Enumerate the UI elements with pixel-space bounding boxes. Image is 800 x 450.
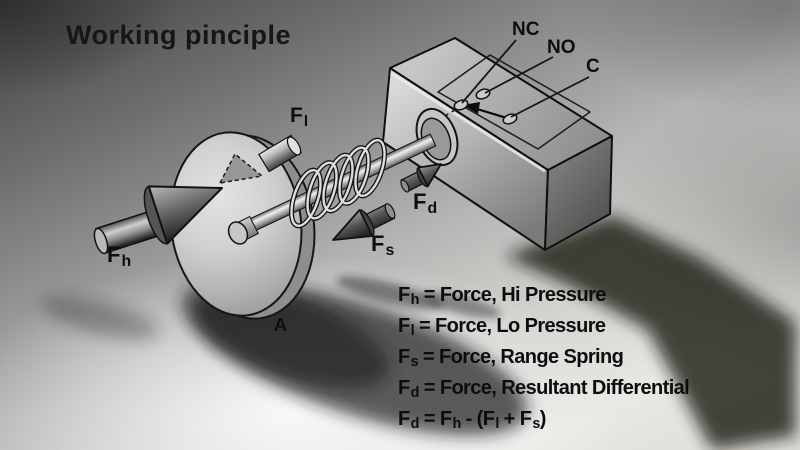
fs-arrow	[332, 203, 396, 241]
box-shadow	[505, 215, 796, 450]
legend-line: Fd = Fh - (Fl + Fs)	[398, 408, 546, 433]
force-label-fd: Fd	[413, 189, 438, 217]
legend: Fh = Force, Hi Pressure Fl = Force, Lo Pr…	[398, 284, 690, 439]
hidden-cone-dashed	[218, 152, 264, 184]
legend-line: Fl = Force, Lo Pressure	[398, 315, 606, 340]
shadow-layer	[41, 215, 796, 450]
legend-line: Fh = Force, Hi Pressure	[398, 284, 606, 309]
switch-label-no: NO	[547, 37, 576, 58]
force-label-fs: Fs	[371, 231, 395, 259]
shaft-stub	[227, 215, 259, 245]
contact-nc	[453, 99, 469, 111]
leader-no	[484, 56, 554, 94]
leader-nc	[461, 39, 517, 104]
fd-arrow	[400, 163, 442, 193]
switch-box	[382, 37, 613, 251]
switch-label-nc: NC	[512, 19, 540, 40]
page-title: Working pinciple	[66, 20, 292, 50]
area-label-a: A	[274, 315, 287, 335]
lo-pressure-rod	[258, 134, 302, 173]
shaft-flange	[415, 107, 459, 167]
force-label-fh: Fh	[107, 242, 132, 270]
legend-line: Fd = Force, Resultant Differential	[398, 377, 690, 402]
switch-label-c: C	[586, 56, 600, 77]
fh-arrow	[93, 185, 223, 255]
leader-c	[510, 76, 590, 118]
arrow-shadow	[41, 296, 159, 340]
switch-box-front-highlight	[390, 71, 546, 173]
shaft-shadow	[423, 291, 501, 319]
force-label-fl: Fl	[290, 104, 309, 130]
terminal-rect	[437, 54, 591, 150]
range-spring	[288, 137, 388, 229]
legend-line: Fs = Force, Range Spring	[398, 346, 624, 371]
spring-shadow	[336, 276, 444, 310]
switch-box-top-face	[389, 37, 613, 171]
